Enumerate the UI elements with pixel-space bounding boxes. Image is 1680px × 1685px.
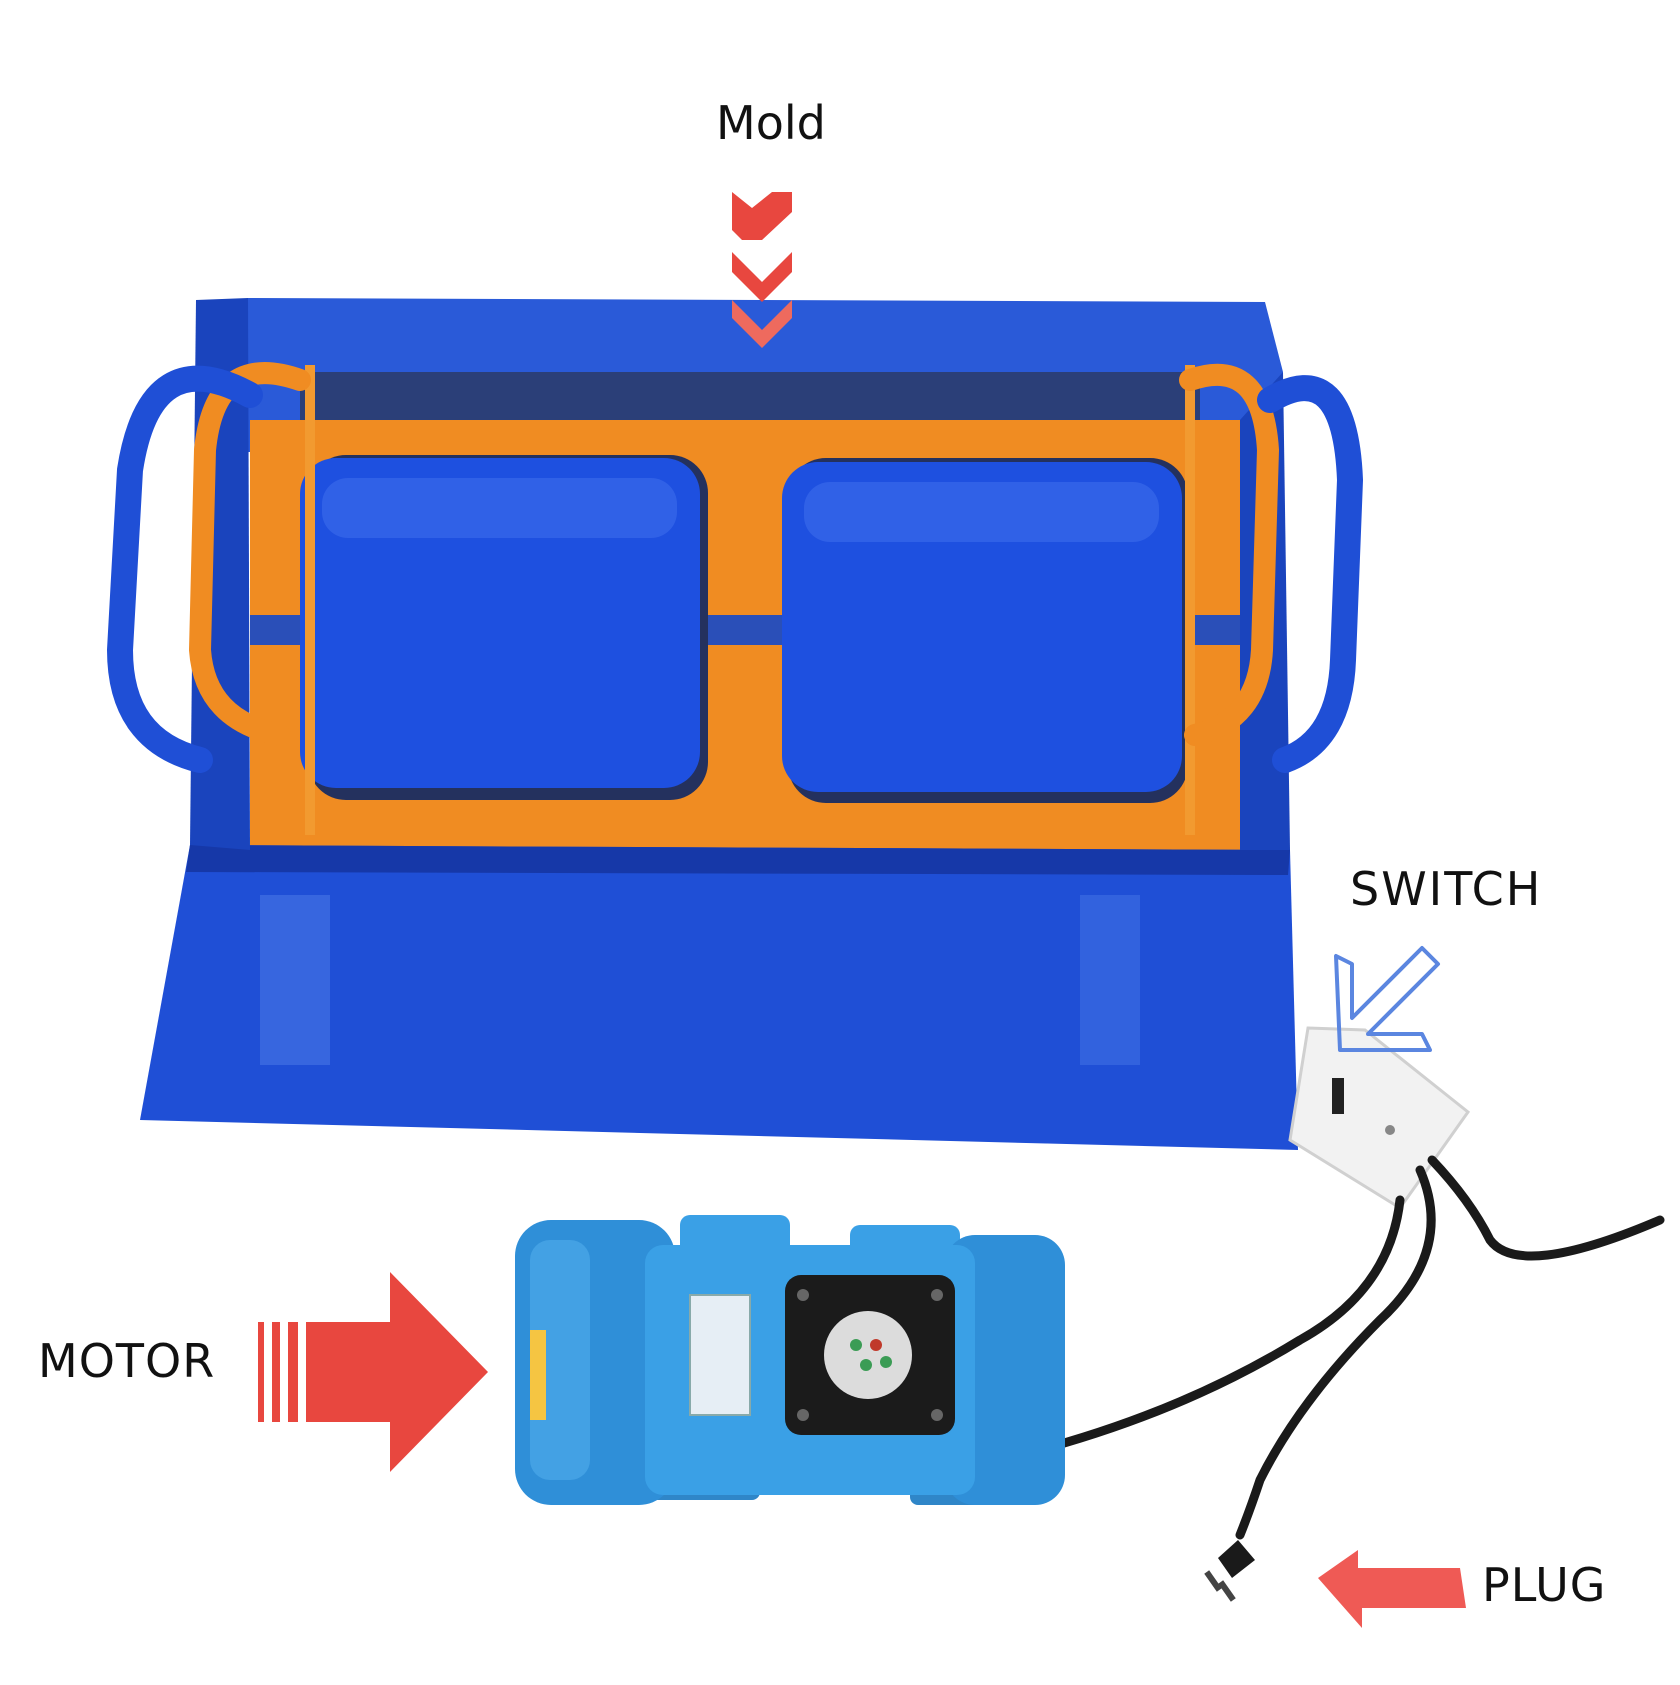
cable-to-plug [1235, 1165, 1436, 1540]
mold-frame [106, 298, 1364, 1150]
mold-label: Mold [716, 96, 826, 150]
switch-screw [1385, 1125, 1395, 1135]
switch-label: SWITCH [1350, 862, 1543, 916]
mold-block-right [782, 462, 1182, 792]
frame-highlight [260, 895, 330, 1065]
mold-block-right-shine [804, 482, 1159, 542]
motor-label: MOTOR [38, 1334, 216, 1388]
orange-handle-left [188, 362, 311, 746]
frame-front-apron [140, 845, 1298, 1150]
blue-handle-right [1257, 375, 1364, 773]
switch-arrow-icon [1334, 946, 1440, 1052]
cable-to-outlet [1427, 1155, 1665, 1261]
orange-post [1185, 365, 1195, 835]
plug-pin [1204, 1570, 1222, 1592]
mold-block-left-shine [322, 478, 677, 538]
mold-arrow-icon [732, 192, 792, 348]
switch-box [1288, 1026, 1471, 1211]
plug-arrow-icon [1318, 1550, 1466, 1628]
motor-nameplate [689, 1294, 751, 1416]
vibration-motor [515, 1215, 1065, 1505]
motor-arrow-icon [258, 1272, 488, 1472]
switch-toggle [1332, 1078, 1344, 1114]
plug-label: PLUG [1482, 1558, 1607, 1612]
plug [1204, 1540, 1255, 1602]
blue-handle-left [106, 365, 263, 773]
mold-block-left [300, 458, 700, 788]
motor-terminal-plate [824, 1311, 912, 1399]
orange-post [305, 365, 315, 835]
motor-sticker [530, 1330, 546, 1420]
orange-handle-right [1179, 363, 1280, 746]
switch-housing [1288, 1026, 1471, 1211]
plug-body [1218, 1540, 1255, 1578]
plug-pin [1218, 1580, 1236, 1602]
frame-front-edge [186, 845, 1290, 875]
frame-highlight [1080, 895, 1140, 1065]
